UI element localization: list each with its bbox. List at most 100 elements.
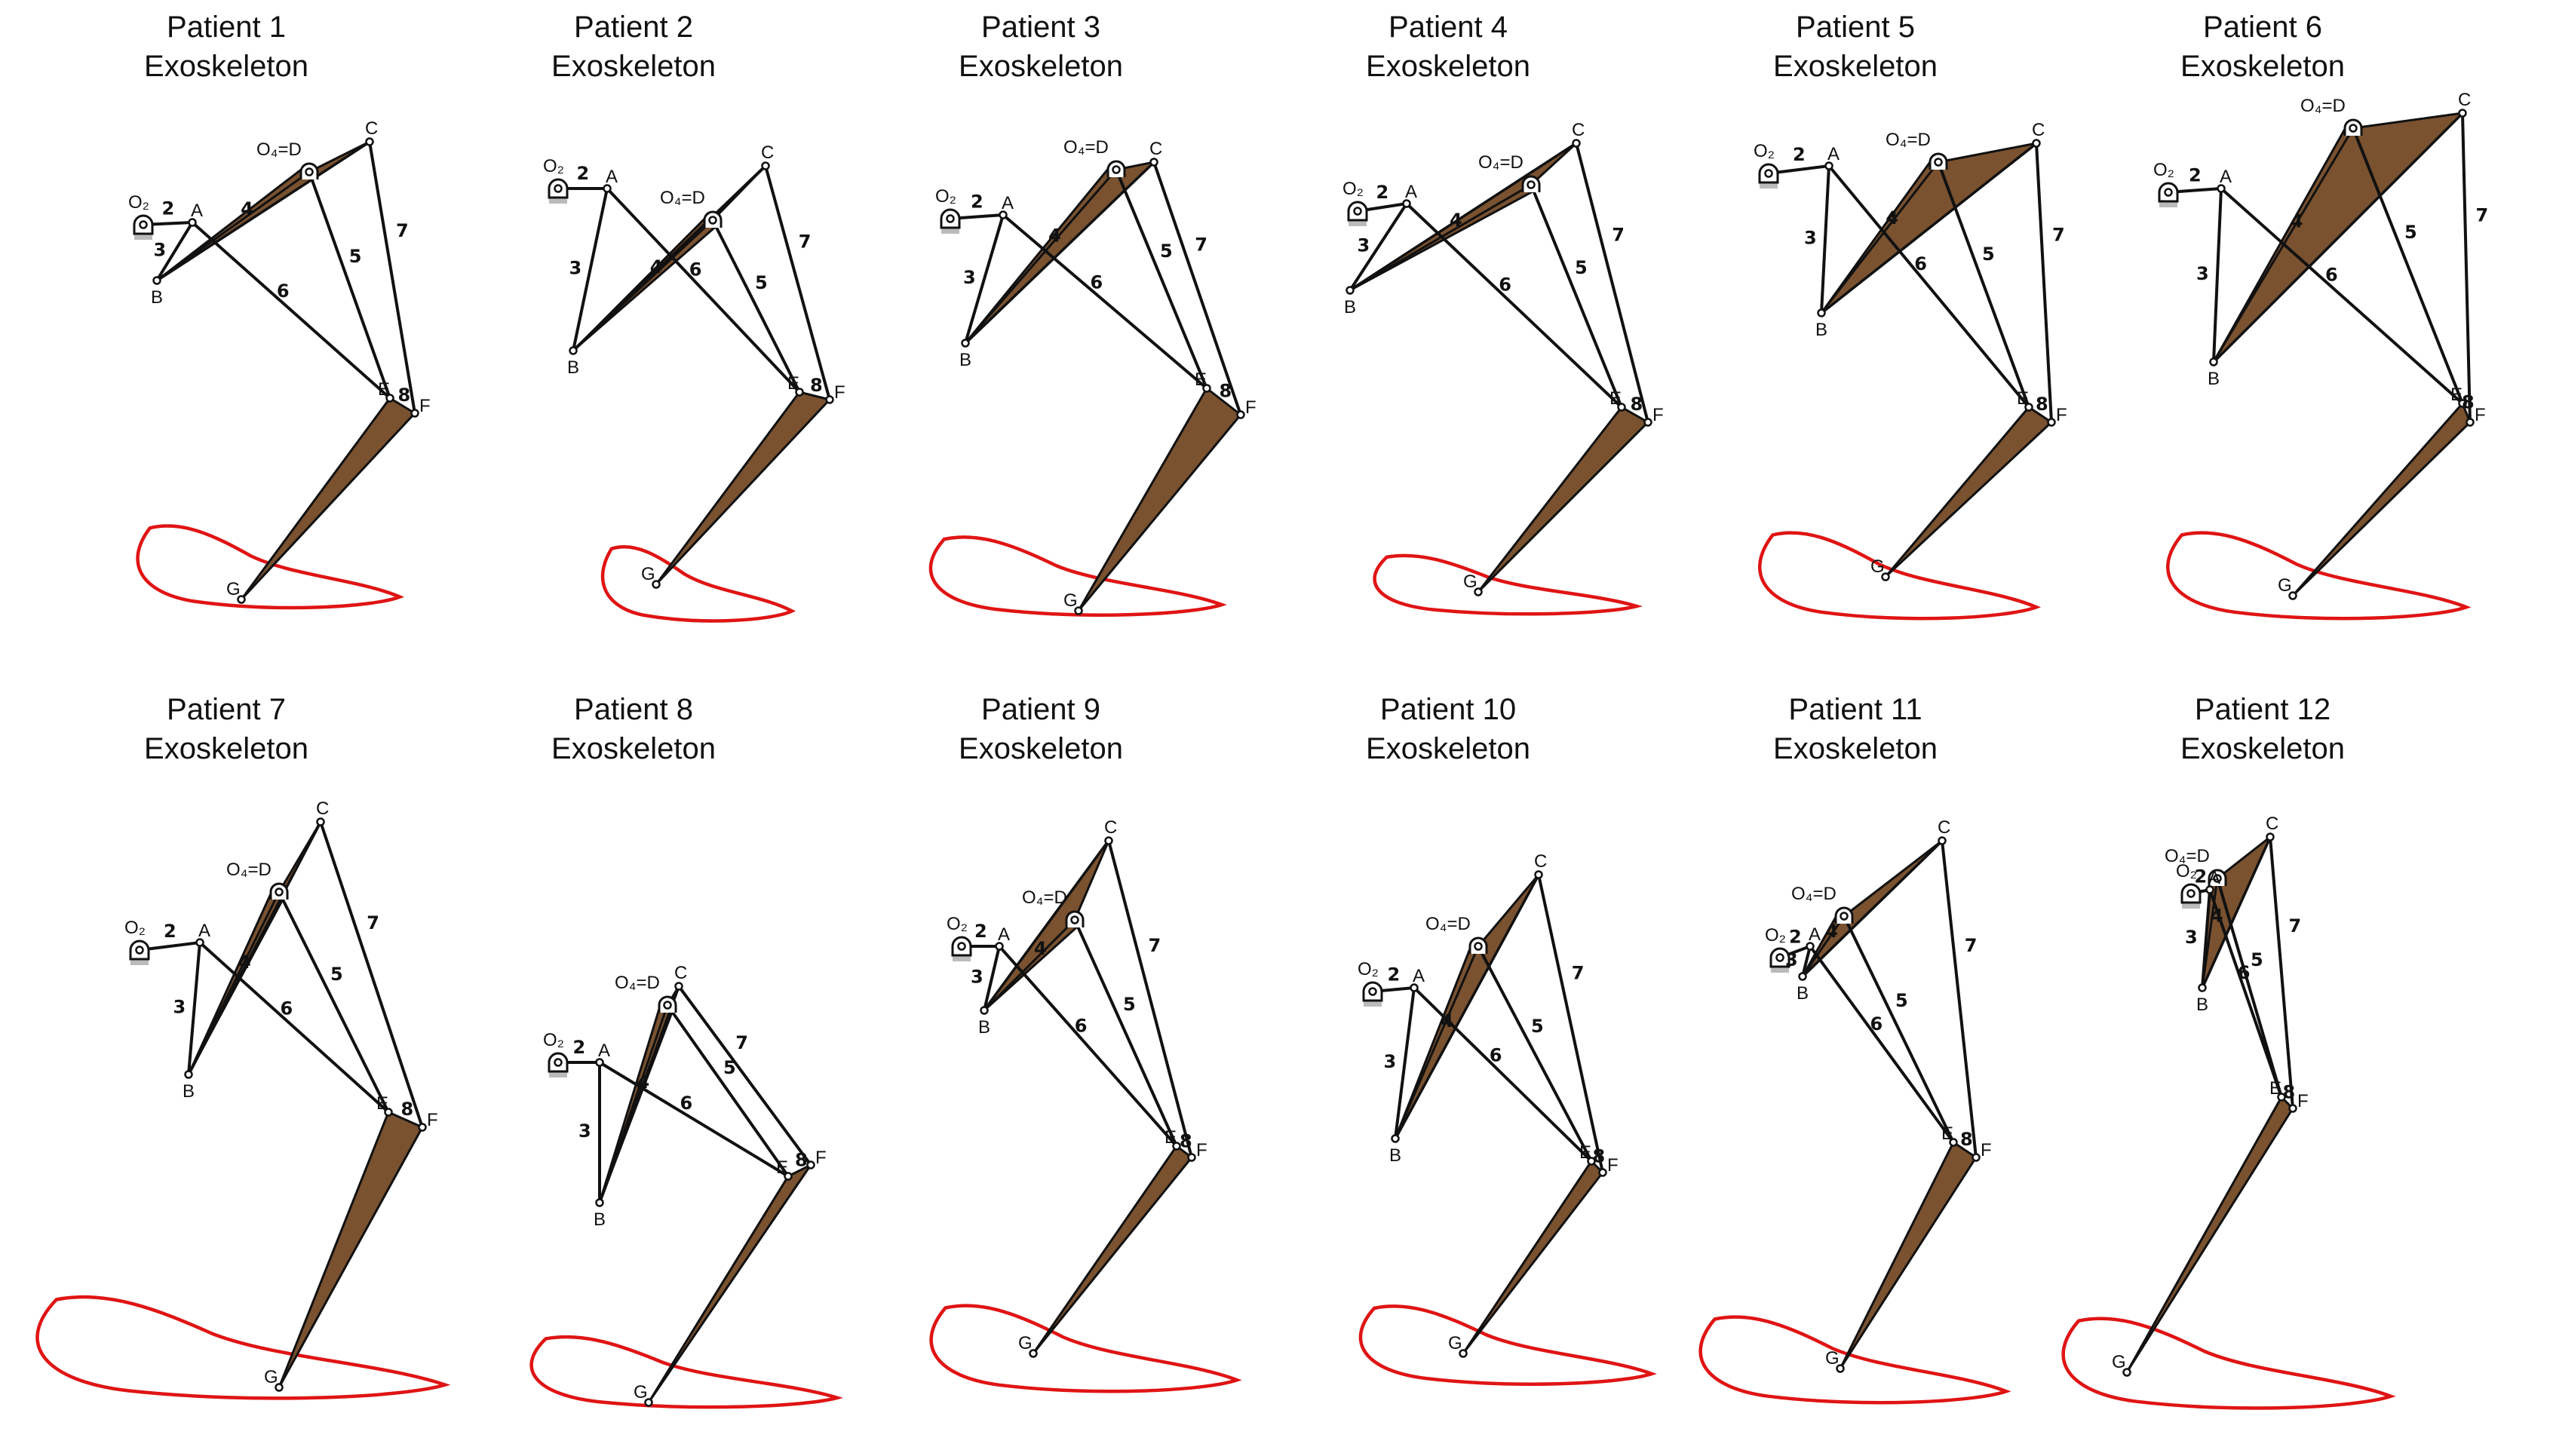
link-8-body	[240, 397, 416, 601]
link-label-5: 5	[2251, 949, 2263, 970]
link-5-bar	[2352, 127, 2464, 405]
joint-g	[1474, 587, 1483, 596]
link-3-bar	[1820, 164, 1830, 314]
link-4-plate	[1820, 142, 2038, 314]
joint-label-o4d: O₄=D	[1791, 884, 1837, 904]
foot-trajectory-curve	[1758, 531, 2042, 621]
panel-title: Patient 1 Exoskeleton	[15, 8, 437, 86]
link-label-8: 8	[1631, 394, 1643, 415]
joint-c	[365, 137, 374, 146]
joint-label-e: E	[1579, 1142, 1591, 1163]
joint-d	[305, 167, 314, 176]
joint-label-g: G	[641, 564, 655, 584]
foot-trajectory-curve	[600, 545, 796, 623]
link-7-bar	[2035, 142, 2053, 424]
joint-e	[1172, 1142, 1181, 1151]
link-label-2: 2	[974, 921, 987, 942]
link-5-bar	[666, 1004, 790, 1178]
link-label-3: 3	[971, 967, 983, 988]
kind-label: Exoskeleton	[144, 732, 308, 765]
link-6-bar	[1405, 202, 1623, 409]
joint-b	[569, 346, 578, 355]
joint-label-b: B	[2196, 995, 2208, 1015]
joint-label-c: C	[1104, 817, 1117, 838]
link-5-bar	[1530, 183, 1623, 409]
link-4-plate	[1394, 873, 1540, 1140]
joint-label-c: C	[761, 143, 774, 163]
joint-label-a: A	[598, 1041, 610, 1061]
link-7-bar	[1575, 142, 1649, 424]
link-3-bar	[1394, 986, 1416, 1140]
link-label-6: 6	[2238, 962, 2251, 983]
foot-trajectory-curve	[929, 1304, 1242, 1393]
joint-label-e: E	[1195, 369, 1207, 390]
link-label-4: 4	[2291, 211, 2303, 232]
joint-label-a: A	[1413, 966, 1425, 986]
joint-label-b: B	[978, 1017, 990, 1038]
link-8-body	[2125, 1096, 2294, 1374]
joint-o2	[2164, 188, 2173, 197]
link-4-plate	[155, 140, 371, 282]
joint-label-c: C	[365, 118, 378, 139]
link-5-bar	[278, 890, 390, 1114]
link-label-3: 3	[2185, 927, 2198, 948]
panel-title: Patient 2 Exoskeleton	[422, 8, 845, 86]
kind-label: Exoskeleton	[144, 50, 308, 83]
link-label-7: 7	[1572, 962, 1585, 983]
joint-label-o2: O₂	[2153, 160, 2174, 180]
link-label-6: 6	[1870, 1013, 1883, 1035]
joint-a	[1824, 161, 1833, 170]
link-4-plate	[983, 839, 1110, 1012]
joint-label-e: E	[376, 1093, 388, 1114]
joint-b	[595, 1198, 604, 1207]
joint-a	[2217, 184, 2226, 193]
joint-f	[1972, 1153, 1981, 1162]
joint-label-g: G	[1448, 1333, 1462, 1353]
joint-d	[2349, 124, 2358, 133]
joint-label-c: C	[1534, 851, 1547, 872]
joint-c	[1149, 158, 1158, 167]
joint-g	[1029, 1349, 1038, 1358]
link-label-8: 8	[2462, 392, 2475, 413]
joint-label-o2: O₂	[947, 914, 968, 934]
link-4-plate	[598, 985, 680, 1204]
patient-panel-3: Patient 3 Exoskeleton	[830, 8, 1257, 724]
panel-title: Patient 7 Exoskeleton	[15, 690, 437, 768]
linkage-diagram: O₂ A B O₄=D C E F G 2 3 4 5 6 7 8	[2153, 90, 2488, 621]
patient-panel-2: Patient 2 Exoskeleton	[422, 8, 845, 724]
joint-label-g: G	[1063, 590, 1078, 611]
link-5-bar	[1843, 915, 1955, 1144]
link-5-bar	[1115, 168, 1208, 390]
link-4-plate	[2201, 835, 2272, 989]
linkage-diagram: O₂ A B O₄=D C E F G 2 3 4 5 6 7 8	[529, 963, 843, 1409]
patient-label: Patient 7	[167, 693, 286, 726]
link-label-7: 7	[396, 220, 409, 241]
link-6-bar	[198, 941, 390, 1114]
joint-f	[1187, 1153, 1196, 1162]
joint-o2	[1368, 987, 1377, 996]
joint-label-f: F	[419, 396, 431, 416]
joint-g	[652, 580, 661, 589]
panel-title: Patient 12 Exoskeleton	[2051, 690, 2474, 768]
joint-e	[385, 394, 394, 403]
link-label-8: 8	[810, 375, 823, 396]
joint-label-b: B	[183, 1081, 195, 1102]
patient-label: Patient 6	[2203, 11, 2322, 44]
link-7-bar	[2461, 112, 2472, 424]
joint-c	[2266, 832, 2275, 841]
link-label-8: 8	[401, 1099, 414, 1120]
foot-trajectory-curve	[2166, 531, 2472, 621]
joint-label-o2: O₂	[1765, 925, 1786, 946]
joint-label-f: F	[834, 382, 845, 403]
link-label-5: 5	[723, 1057, 736, 1078]
joint-a	[1402, 199, 1411, 208]
kind-label: Exoskeleton	[551, 732, 716, 765]
link-4-plate	[187, 820, 322, 1076]
joint-b	[184, 1070, 193, 1079]
panel-title: Patient 11 Exoskeleton	[1644, 690, 2067, 768]
link-label-6: 6	[689, 259, 702, 280]
kind-label: Exoskeleton	[1773, 732, 1938, 765]
joint-label-g: G	[1825, 1348, 1840, 1369]
link-6-bar	[2208, 888, 2283, 1099]
link-7-bar	[2269, 835, 2294, 1110]
